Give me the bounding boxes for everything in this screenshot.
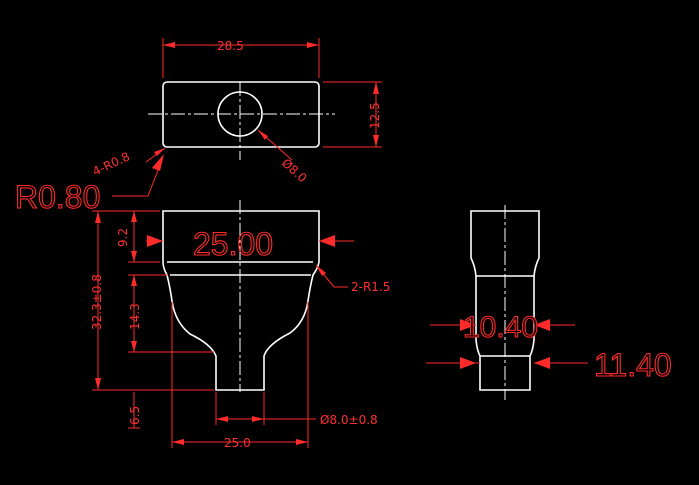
dim-funnel-height: 14.3 <box>128 303 142 330</box>
dim-hole-diameter: Ø8.0 <box>279 156 310 185</box>
label-inner-width-big: 10.40 <box>463 311 538 344</box>
top-view: 28.5 12.5 Ø8.0 4-R0.8 <box>90 38 382 185</box>
dim-neck-diameter: Ø8.0±0.8 <box>320 413 378 427</box>
side-view-outline <box>470 210 540 391</box>
dim-neck-height: 6.5 <box>128 406 142 425</box>
side-view: 10.40 11.40 <box>426 205 672 400</box>
label-outer-width-big: 11.40 <box>594 347 672 383</box>
dim-top-height: 12.5 <box>368 102 382 129</box>
label-flange-width-big: 25.00 <box>193 226 273 262</box>
front-view: R0.80 25.00 9.2 32.3±0.8 14.3 <box>14 154 390 450</box>
note-fillet: 2-R1.5 <box>351 280 390 294</box>
dim-bottom-width: 25.0 <box>224 436 251 450</box>
dim-flange-height: 9.2 <box>116 228 130 247</box>
dim-total-height: 32.3±0.8 <box>90 274 104 330</box>
note-corner-radius: 4-R0.8 <box>90 149 132 178</box>
front-view-outline <box>162 210 320 391</box>
dim-top-width: 28.5 <box>217 39 244 53</box>
label-corner-radius-big: R0.80 <box>15 179 100 215</box>
